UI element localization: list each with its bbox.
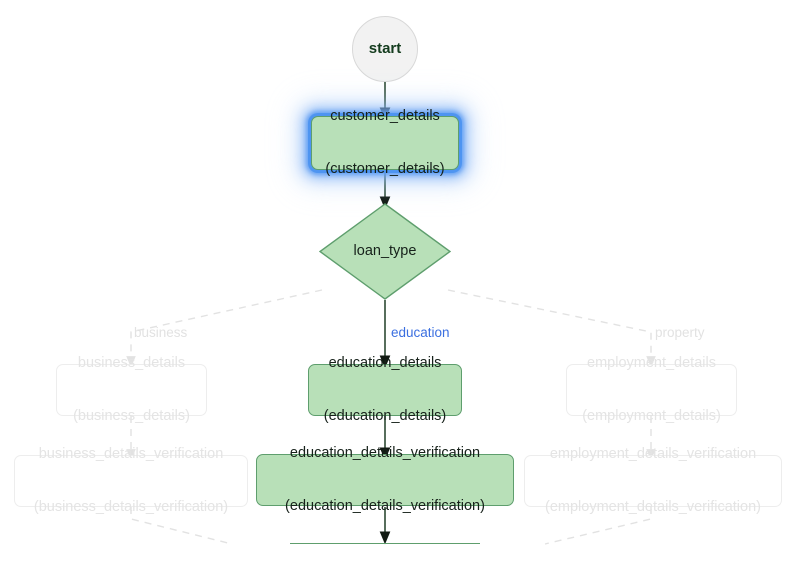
node-business-details[interactable]: business_details (business_details) bbox=[56, 355, 207, 424]
node-education-details-text: education_details (education_details) bbox=[324, 319, 447, 461]
node-education-details-verification-title: education_details_verification bbox=[289, 444, 481, 461]
edge-employment-verification-to-next bbox=[544, 507, 652, 545]
node-start[interactable]: start bbox=[352, 16, 418, 82]
node-business-details-text: business_details (business_details) bbox=[73, 319, 190, 461]
node-business-details-verification-title: business_details_verification bbox=[38, 445, 224, 462]
node-education-details[interactable]: education_details (education_details) bbox=[308, 355, 462, 424]
node-customer-details[interactable]: customer_details (customer_details) bbox=[311, 108, 459, 177]
node-education-details-verification[interactable]: education_details_verification (educatio… bbox=[256, 445, 514, 514]
node-employment-details-text: employment_details (employment_details) bbox=[582, 319, 721, 461]
node-business-details-verification-subtitle: (business_details_verification) bbox=[33, 498, 229, 515]
edge-loan-type-to-employment-details bbox=[447, 289, 656, 368]
node-employment-details[interactable]: employment_details (employment_details) bbox=[566, 355, 737, 424]
node-education-details-subtitle: (education_details) bbox=[323, 407, 447, 424]
edge-label-business: business bbox=[134, 325, 188, 340]
node-employment-details-verification-text: employment_details_verification (employm… bbox=[545, 410, 761, 552]
node-next-cutoff[interactable] bbox=[290, 543, 480, 562]
node-business-details-verification[interactable]: business_details_verification (business_… bbox=[14, 446, 248, 515]
node-business-details-title: business_details bbox=[77, 354, 186, 371]
node-education-details-title: education_details bbox=[328, 354, 442, 371]
edge-business-verification-to-next bbox=[130, 507, 233, 545]
node-education-details-verification-text: education_details_verification (educatio… bbox=[285, 409, 485, 551]
node-loan-type-label: loan_type bbox=[353, 242, 417, 259]
node-employment-details-verification-subtitle: (employment_details_verification) bbox=[545, 498, 761, 515]
node-education-details-verification-subtitle: (education_details_verification) bbox=[285, 497, 485, 514]
node-business-details-verification-text: business_details_verification (business_… bbox=[34, 410, 228, 552]
node-business-details-subtitle: (business_details) bbox=[73, 407, 190, 424]
node-employment-details-subtitle: (employment_details) bbox=[582, 407, 721, 424]
edge-label-property: property bbox=[655, 325, 705, 340]
node-employment-details-verification[interactable]: employment_details_verification (employm… bbox=[524, 446, 782, 515]
node-loan-type[interactable]: loan_type bbox=[319, 203, 451, 300]
edge-loan-type-to-business-details bbox=[126, 289, 323, 368]
node-customer-details-title: customer_details bbox=[330, 107, 440, 124]
node-customer-details-text: customer_details (customer_details) bbox=[325, 72, 444, 214]
node-employment-details-verification-title: employment_details_verification bbox=[549, 445, 757, 462]
diamond-shape bbox=[319, 203, 451, 300]
node-customer-details-subtitle: (customer_details) bbox=[325, 160, 445, 177]
node-employment-details-title: employment_details bbox=[587, 354, 716, 371]
edge-label-education: education bbox=[391, 325, 450, 340]
node-start-label: start bbox=[368, 39, 402, 57]
